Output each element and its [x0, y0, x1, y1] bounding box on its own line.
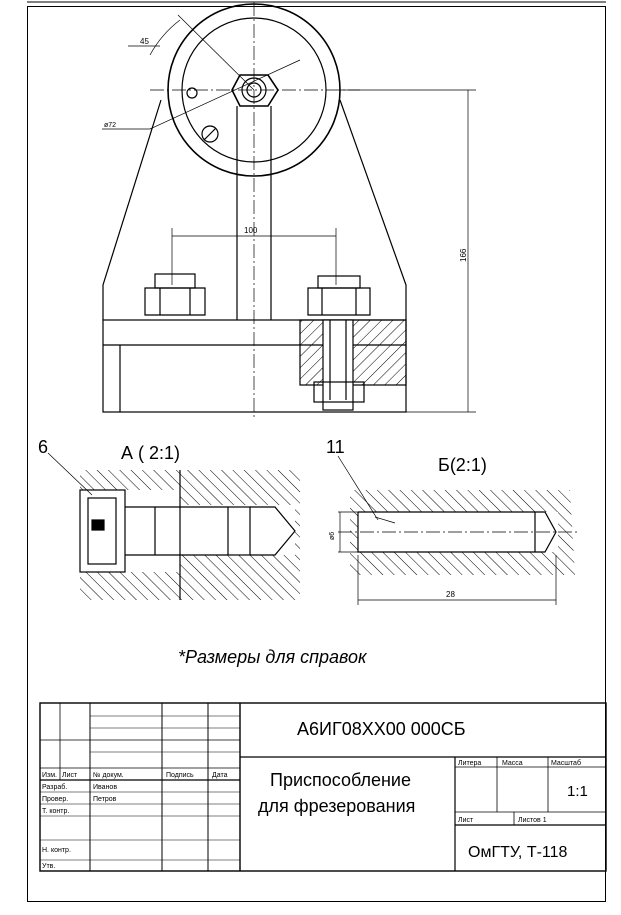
dim-width: 100: [244, 226, 258, 235]
section-b-view: [338, 490, 580, 605]
row-name-0: Иванов: [93, 784, 117, 791]
hdr-mass: Масса: [502, 760, 523, 767]
row-role-3: Н. контр.: [42, 847, 71, 854]
hdr-sheet: Лист: [458, 817, 474, 824]
row-name-1: Петров: [93, 796, 117, 803]
view-number-11: 11: [326, 437, 345, 457]
section-a-view: [79, 470, 300, 600]
hdr-scale: Масштаб: [551, 759, 581, 767]
hdr-sign: Подпись: [166, 772, 194, 779]
title-line-1: Приспособление: [270, 770, 411, 790]
dim-pin-length: 28: [446, 590, 455, 599]
dim-pin-diameter: ø6: [329, 532, 336, 540]
row-role-1: Провер.: [42, 796, 68, 803]
section-a-label: А ( 2:1): [121, 443, 181, 463]
hdr-sheets: Листов 1: [518, 817, 547, 824]
hdr-list: Лист: [62, 772, 78, 779]
title-block: [39, 702, 607, 872]
row-role-4: Утв.: [42, 863, 55, 870]
hdr-litera: Литера: [458, 760, 481, 767]
section-b-label: Б(2:1): [438, 455, 487, 475]
hdr-date: Дата: [212, 772, 228, 779]
title-line-2: для фрезерования: [258, 796, 416, 816]
drawing-frame: [27, 6, 606, 902]
scale-value: 1:1: [567, 783, 588, 800]
organization: ОмГТУ, Т-118: [468, 844, 568, 861]
dim-height: 166: [459, 248, 468, 262]
row-role-2: Т. контр.: [42, 808, 69, 815]
hdr-doc: № докум.: [93, 772, 124, 779]
dim-diameter: ø72: [104, 122, 116, 129]
row-role-0: Разраб.: [42, 783, 67, 791]
hdr-izm: Изм.: [42, 772, 57, 779]
dim-angle: 45: [140, 37, 149, 46]
view-number-6: 6: [38, 437, 49, 457]
reference-dimensions-note: *Размеры для справок: [178, 647, 367, 667]
document-code: А6ИГ08ХХ00 000СБ: [297, 719, 466, 739]
main-view: [102, 3, 407, 413]
